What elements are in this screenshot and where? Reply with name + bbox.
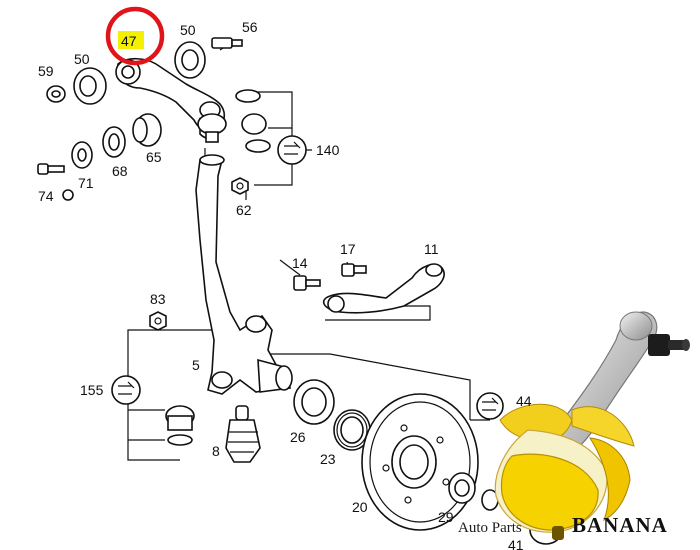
- highlight-part-47: [105, 6, 165, 66]
- washer-68: [102, 126, 126, 158]
- label-140: 140: [316, 142, 340, 158]
- wrench-symbol-44: [476, 392, 504, 420]
- label-74: 74: [38, 188, 54, 204]
- nut-62: [231, 177, 249, 195]
- bolt-14: [293, 275, 321, 291]
- label-65: 65: [146, 149, 162, 165]
- bolt-56: [211, 37, 243, 49]
- label-56: 56: [242, 19, 258, 35]
- brand-watermark: Auto Parts BANANA: [458, 513, 668, 537]
- label-50-upper: 50: [180, 22, 196, 38]
- label-23: 23: [320, 451, 336, 467]
- washer-71: [71, 141, 93, 169]
- label-41: 41: [508, 537, 524, 550]
- bushing-50-left: [73, 67, 107, 105]
- label-8: 8: [212, 443, 220, 459]
- label-14: 14: [292, 255, 308, 271]
- part-labels: 47 50 56 59 50 65 68 71 74 140 62 14 17 …: [38, 19, 532, 550]
- label-20: 20: [352, 499, 368, 515]
- seal-26: [293, 379, 335, 425]
- brand-name: BANANA: [572, 513, 668, 537]
- label-5: 5: [192, 357, 200, 373]
- bolt-74: [37, 163, 74, 201]
- label-50-left: 50: [74, 51, 90, 67]
- brake-disc-20: [361, 393, 479, 531]
- ball-joint-lower: [165, 405, 195, 446]
- label-44: 44: [516, 393, 532, 409]
- wrench-symbol-140: [277, 135, 307, 165]
- label-62: 62: [236, 202, 252, 218]
- bolt-17: [341, 263, 367, 277]
- ball-joint-upper: [197, 113, 227, 143]
- brand-prefix: Auto Parts: [458, 520, 522, 536]
- nut-83: [149, 311, 167, 331]
- nut-59: [46, 85, 66, 103]
- label-26: 26: [290, 429, 306, 445]
- label-83: 83: [150, 291, 166, 307]
- bushing-right-small: [235, 89, 271, 153]
- label-71: 71: [78, 175, 94, 191]
- label-59: 59: [38, 63, 54, 79]
- bushing-50-upper: [174, 41, 206, 79]
- bearing-23: [333, 409, 371, 451]
- label-68: 68: [112, 163, 128, 179]
- wrench-symbol-155: [111, 375, 141, 405]
- banana-logo: [494, 403, 635, 540]
- label-155: 155: [80, 382, 104, 398]
- bushing-65: [132, 113, 162, 147]
- label-29: 29: [438, 509, 454, 525]
- bearing-29: [448, 472, 476, 504]
- label-11: 11: [424, 241, 439, 257]
- steering-knuckle: [195, 154, 293, 395]
- label-17: 17: [340, 241, 356, 257]
- label-47: 47: [121, 33, 137, 49]
- ball-joint-8: [225, 405, 261, 463]
- steering-arm-11: [322, 263, 445, 314]
